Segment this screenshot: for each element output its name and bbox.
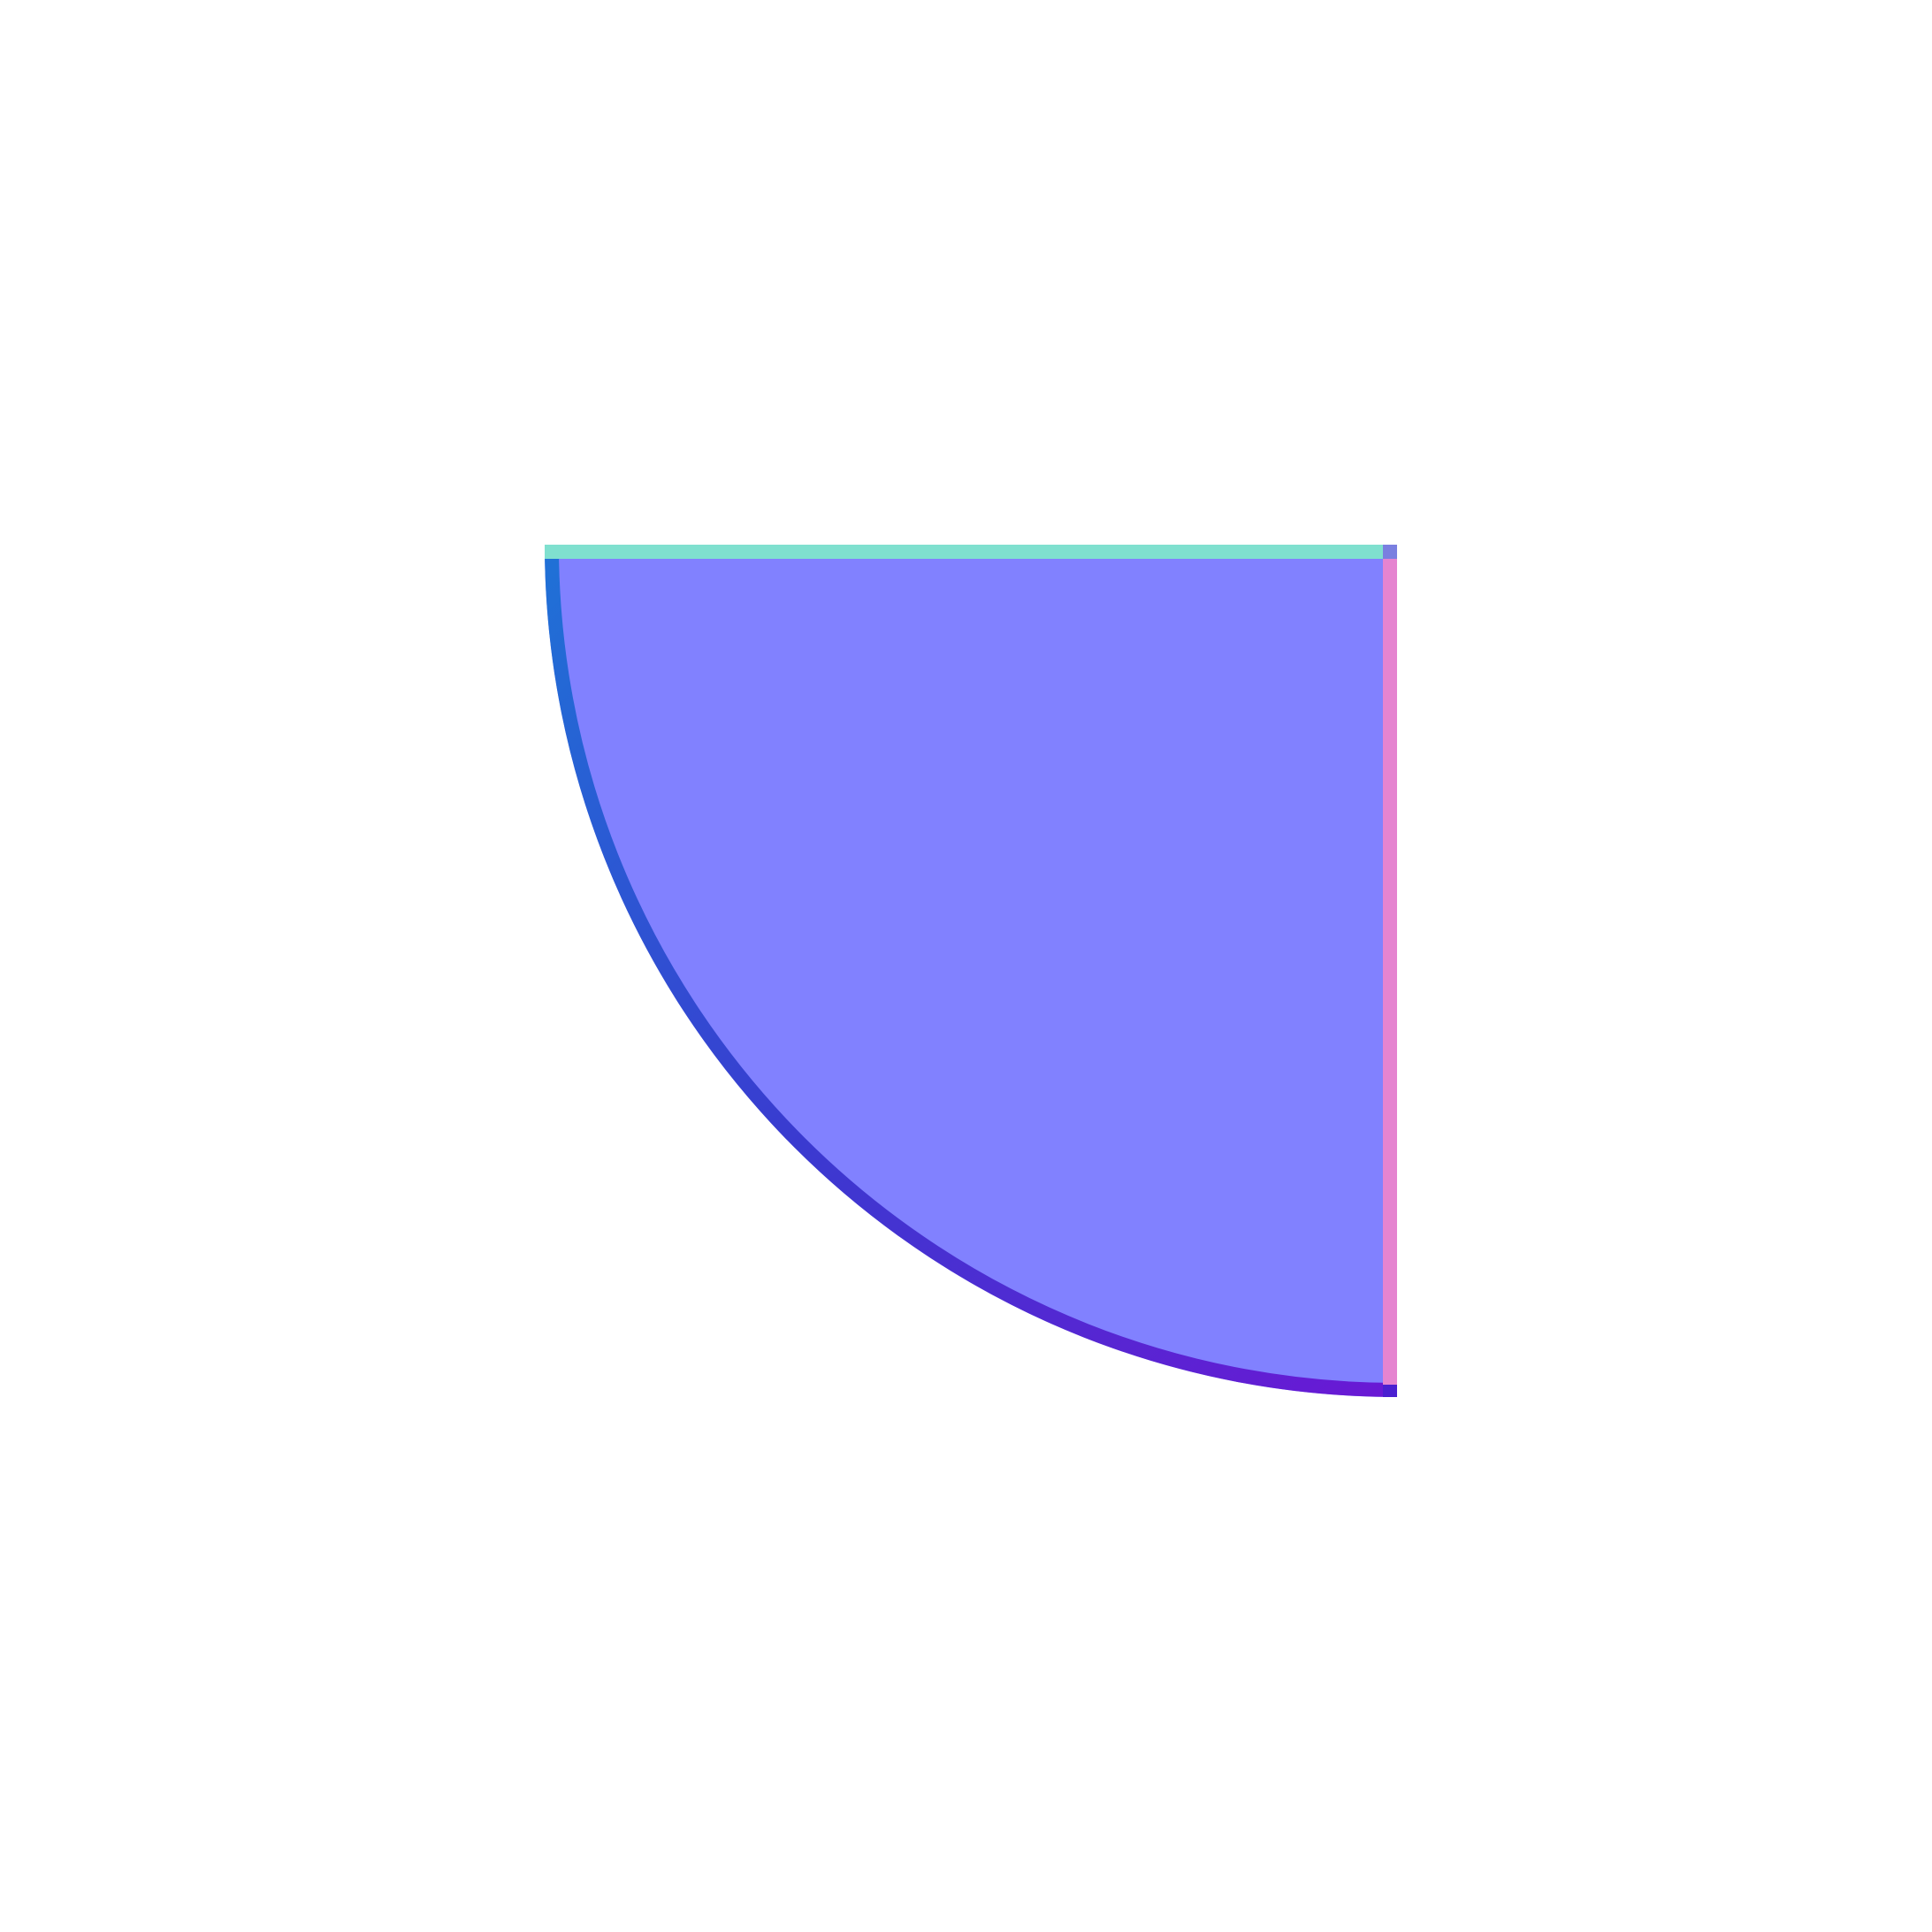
quarter-circle-right-edge <box>1383 559 1397 1390</box>
corner-top-right <box>1383 545 1397 559</box>
corner-bottom-right <box>1383 1385 1397 1397</box>
quarter-circle-fill <box>545 545 1397 1397</box>
quarter-circle-top-edge <box>545 545 1397 559</box>
quarter-circle-arc-edge <box>545 544 1398 1397</box>
